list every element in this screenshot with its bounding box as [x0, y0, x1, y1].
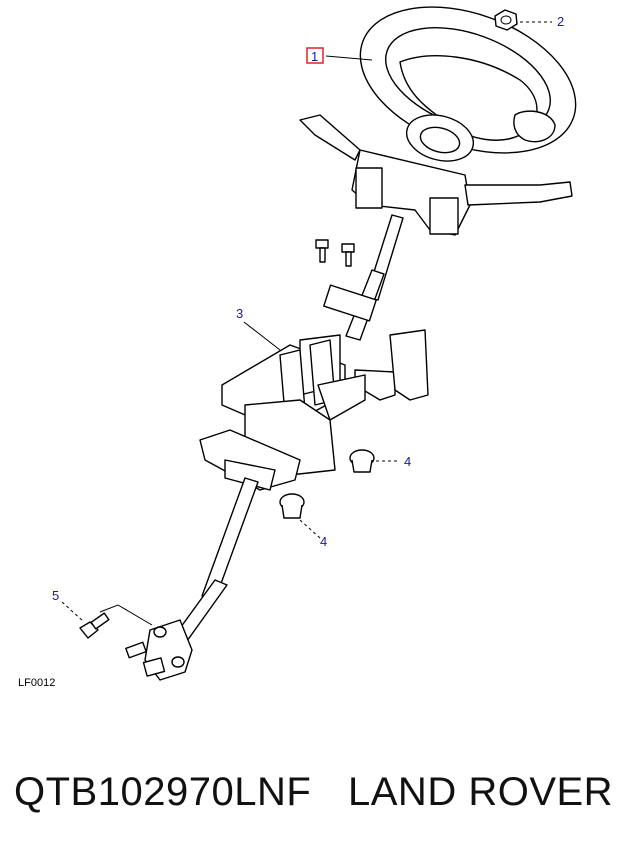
steering-column-assembly — [199, 329, 429, 491]
upper-shaft — [323, 214, 404, 341]
callout-1[interactable]: 1 — [311, 49, 318, 64]
universal-joint — [125, 619, 193, 681]
grommet-b — [279, 493, 305, 519]
callout-1-highlight — [306, 47, 324, 64]
callout-3[interactable]: 3 — [236, 306, 243, 321]
callout-2[interactable]: 2 — [557, 14, 564, 29]
part-number: QTB102970LNF — [14, 770, 312, 814]
leader-5 — [61, 601, 85, 623]
callout-4a[interactable]: 4 — [404, 454, 411, 469]
grommet-a — [349, 449, 375, 473]
callout-5[interactable]: 5 — [52, 588, 59, 603]
caption: QTB102970LNF LAND ROVER — [0, 770, 619, 830]
brand-name: LAND ROVER — [348, 770, 614, 814]
leader-3 — [243, 321, 281, 351]
figure-reference: LF0012 — [18, 677, 55, 689]
leader-1 — [325, 55, 373, 61]
steering-column-diagram: 1 2 3 4 4 5 LF0012 — [18, 6, 577, 689]
lower-shaft — [169, 477, 259, 649]
leader-5b — [99, 604, 153, 626]
callout-4b[interactable]: 4 — [320, 534, 327, 549]
screws — [315, 239, 355, 267]
bolt — [79, 612, 110, 639]
column-switch-assembly — [299, 114, 573, 236]
nut — [494, 9, 518, 31]
steering-wheel — [359, 6, 577, 162]
leader-4b — [299, 519, 321, 539]
